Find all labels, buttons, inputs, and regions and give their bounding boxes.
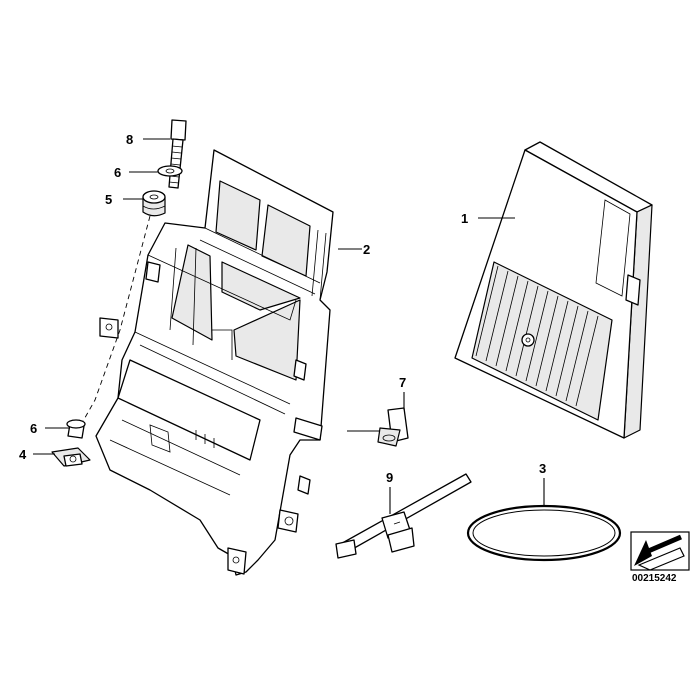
reference-box: 00215242 bbox=[630, 531, 690, 584]
callout-5: 5 bbox=[105, 192, 112, 207]
part-4-nut-plate[interactable] bbox=[51, 447, 91, 467]
callout-8: 8 bbox=[126, 132, 133, 147]
arrow-direction-icon bbox=[634, 534, 685, 571]
part-9-cable-tie[interactable] bbox=[335, 473, 472, 559]
part-8-bolt[interactable] bbox=[168, 119, 187, 189]
alignment-line-left bbox=[77, 215, 151, 431]
part-5-grommet[interactable] bbox=[142, 190, 166, 217]
callout-6-bottom: 6 bbox=[30, 421, 37, 436]
part-1-control-unit[interactable] bbox=[454, 141, 653, 439]
part-7-clip[interactable] bbox=[377, 407, 409, 447]
callout-6-top: 6 bbox=[114, 165, 121, 180]
part-6-clip-bottom[interactable] bbox=[66, 419, 86, 439]
part-2-bracket[interactable] bbox=[95, 149, 334, 576]
callout-1: 1 bbox=[461, 211, 468, 226]
part-6-washer-top[interactable] bbox=[157, 165, 183, 177]
reference-number: 00215242 bbox=[632, 573, 677, 584]
callout-9: 9 bbox=[386, 470, 393, 485]
callout-4: 4 bbox=[19, 447, 27, 462]
callout-7: 7 bbox=[399, 375, 406, 390]
part-3-o-ring[interactable] bbox=[466, 504, 622, 562]
callout-3: 3 bbox=[539, 461, 546, 476]
leader-lines bbox=[33, 138, 545, 514]
callout-2: 2 bbox=[363, 242, 370, 257]
